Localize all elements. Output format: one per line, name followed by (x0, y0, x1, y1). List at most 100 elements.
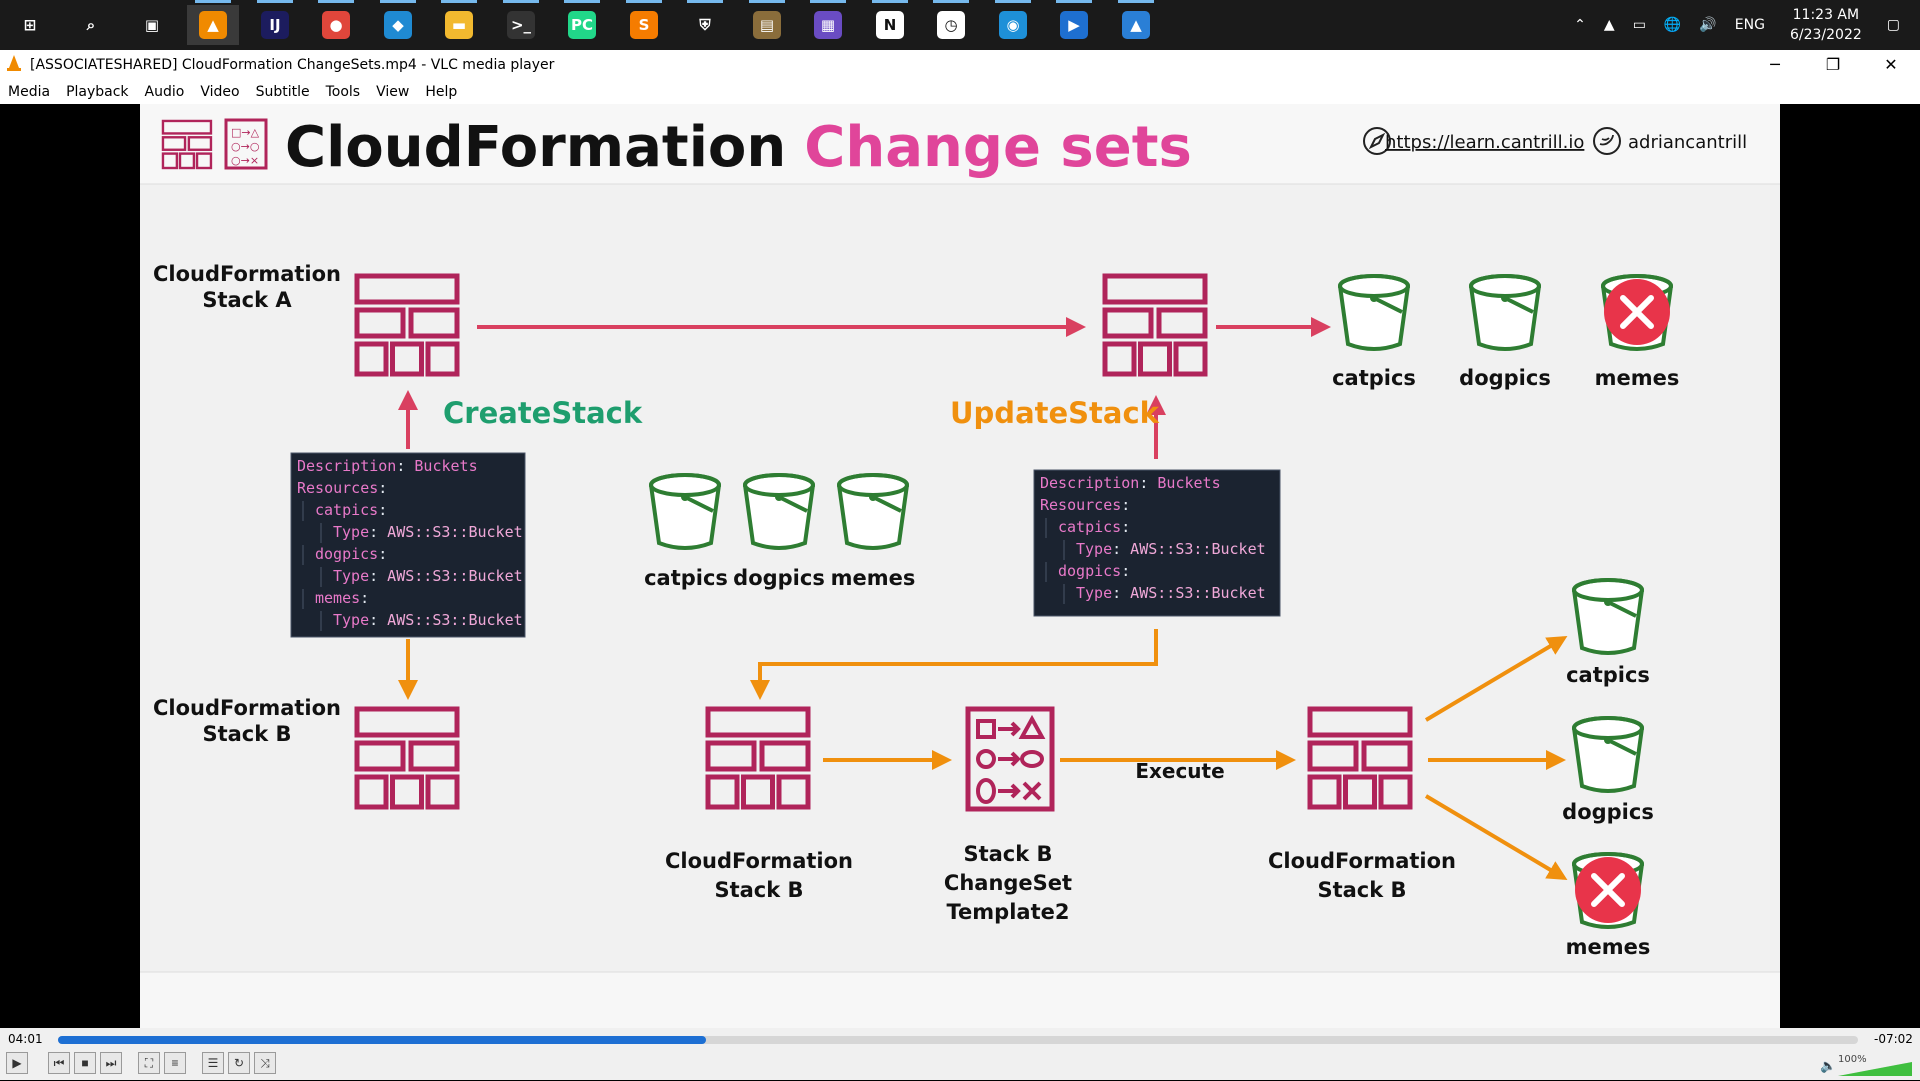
fullscreen-button[interactable]: ⛶ (138, 1052, 160, 1074)
taskbar-file-explorer-icon[interactable]: ▬ (433, 0, 485, 45)
taskbar-security-icon[interactable]: ⛨ (679, 0, 731, 45)
playlist-button[interactable]: ☰ (202, 1052, 224, 1074)
play-button[interactable]: ▶ (6, 1052, 28, 1074)
pycharm-glyph: PC (568, 11, 596, 39)
taskbar-vscode-icon[interactable]: ◆ (372, 0, 424, 45)
bucket-catpics-top (1338, 274, 1410, 351)
course-link[interactable]: https://learn.cantrill.io (1385, 132, 1584, 153)
svg-text:□→△: □→△ (231, 126, 260, 139)
vlc-tray-icon[interactable]: ▲ (1603, 17, 1615, 33)
input-language[interactable]: ENG (1734, 17, 1765, 33)
notifications-icon[interactable]: ▢ (1886, 17, 1900, 33)
taskbar-vlc-icon[interactable]: ▲ (187, 0, 239, 45)
taskbar-terminal-icon[interactable]: >_ (495, 0, 547, 45)
stack-b-mid-icon (708, 709, 808, 807)
search-glyph: ⌕ (77, 11, 105, 39)
bucket-label: memes (1566, 935, 1651, 959)
menu-view[interactable]: View (376, 84, 410, 100)
taskbar-clock-app-icon[interactable]: ◷ (925, 0, 977, 45)
bucket-catpics-template (649, 473, 721, 550)
stack-a-icon (357, 276, 457, 374)
stop-button[interactable]: ■ (74, 1052, 96, 1074)
code-line: Type: AWS::S3::Bucket (333, 567, 523, 585)
menu-tools[interactable]: Tools (325, 84, 361, 100)
taskbar-chrome-icon[interactable]: ● (310, 0, 362, 45)
update-stack-label: UpdateStack (950, 396, 1160, 430)
vlc-glyph: ▲ (199, 11, 227, 39)
remaining-time: -07:02 (1874, 1032, 1913, 1046)
code-line: memes: (315, 589, 369, 607)
taskbar-media-icon[interactable]: ▦ (802, 0, 854, 45)
menu-playback[interactable]: Playback (66, 84, 129, 100)
slide-header (140, 104, 1780, 184)
intellij-glyph: IJ (261, 11, 289, 39)
extended-settings-button[interactable]: ≡ (164, 1052, 186, 1074)
execute-label: Execute (1135, 759, 1224, 783)
menu-help[interactable]: Help (425, 84, 458, 100)
media-glyph: ▦ (814, 11, 842, 39)
volume-slider[interactable] (1838, 1062, 1912, 1076)
code-line: dogpics: (315, 545, 387, 563)
volume-icon[interactable]: 🔊 (1699, 17, 1717, 33)
taskbar-task-view-icon[interactable]: ▣ (126, 5, 178, 45)
delete-x-icon (1575, 857, 1641, 923)
seek-bar[interactable] (58, 1036, 1858, 1044)
taskbar-sublime-icon[interactable]: S (618, 0, 670, 45)
code-line: Description: Buckets (1040, 474, 1221, 492)
stack-a-updated-icon (1105, 276, 1205, 374)
video-editor-glyph: ▶ (1060, 11, 1088, 39)
taskbar-intellij-icon[interactable]: IJ (249, 0, 301, 45)
chrome-glyph: ● (322, 11, 350, 39)
shuffle-button[interactable]: ⤨ (254, 1052, 276, 1074)
taskbar-search-icon[interactable]: ⌕ (65, 5, 117, 45)
bucket-label: catpics (1566, 663, 1650, 687)
bucket-label: dogpics (1562, 800, 1654, 824)
taskbar-notion-icon[interactable]: N (864, 0, 916, 45)
arrow-template2-to-stack-b (750, 629, 1158, 700)
speaker-icon[interactable]: 🔈 (1820, 1058, 1837, 1073)
create-stack-label: CreateStack (443, 396, 643, 430)
code-line: Resources: (1040, 496, 1130, 514)
battery-icon[interactable]: ▭ (1632, 17, 1646, 33)
code-line: Type: AWS::S3::Bucket (333, 611, 523, 629)
taskbar-notes-icon[interactable]: ▤ (741, 0, 793, 45)
menu-subtitle[interactable]: Subtitle (255, 84, 310, 100)
menu-audio[interactable]: Audio (144, 84, 185, 100)
menu-media[interactable]: Media (8, 84, 51, 100)
taskbar-start-icon[interactable]: ⊞ (4, 5, 56, 45)
code-line: catpics: (1058, 518, 1130, 536)
task-view-glyph: ▣ (138, 11, 166, 39)
maximize-button[interactable]: ❐ (1825, 55, 1841, 74)
code-line: catpics: (315, 501, 387, 519)
chevron-up-icon[interactable]: ⌃ (1574, 17, 1586, 33)
edge-glyph: ◉ (999, 11, 1027, 39)
bucket-memes-template (837, 473, 909, 550)
taskbar-edge-icon[interactable]: ◉ (987, 0, 1039, 45)
taskbar-video-editor-icon[interactable]: ▶ (1048, 0, 1100, 45)
menu-bar: Media Playback Audio Video Subtitle Tools View… (0, 80, 1920, 104)
loop-button[interactable]: ↻ (228, 1052, 250, 1074)
seek-progress (58, 1036, 706, 1044)
code-line: Type: AWS::S3::Bucket (1076, 584, 1266, 602)
bucket-label: catpics (1332, 366, 1416, 390)
taskbar-photos-icon[interactable]: ▲ (1110, 0, 1162, 45)
network-icon[interactable]: 🌐 (1663, 17, 1682, 33)
taskbar-pycharm-icon[interactable]: PC (556, 0, 608, 45)
minimize-button[interactable]: ─ (1770, 55, 1780, 74)
next-button[interactable]: ⏭ (100, 1052, 122, 1074)
arrow-to-catpics (1424, 635, 1568, 722)
bucket-label: memes (831, 566, 916, 590)
close-button[interactable]: ✕ (1884, 55, 1898, 74)
clock-time: 11:23 AM (1792, 7, 1860, 23)
code-line: Description: Buckets (297, 457, 478, 475)
previous-button[interactable]: ⏮ (48, 1052, 70, 1074)
menu-video[interactable]: Video (200, 84, 240, 100)
